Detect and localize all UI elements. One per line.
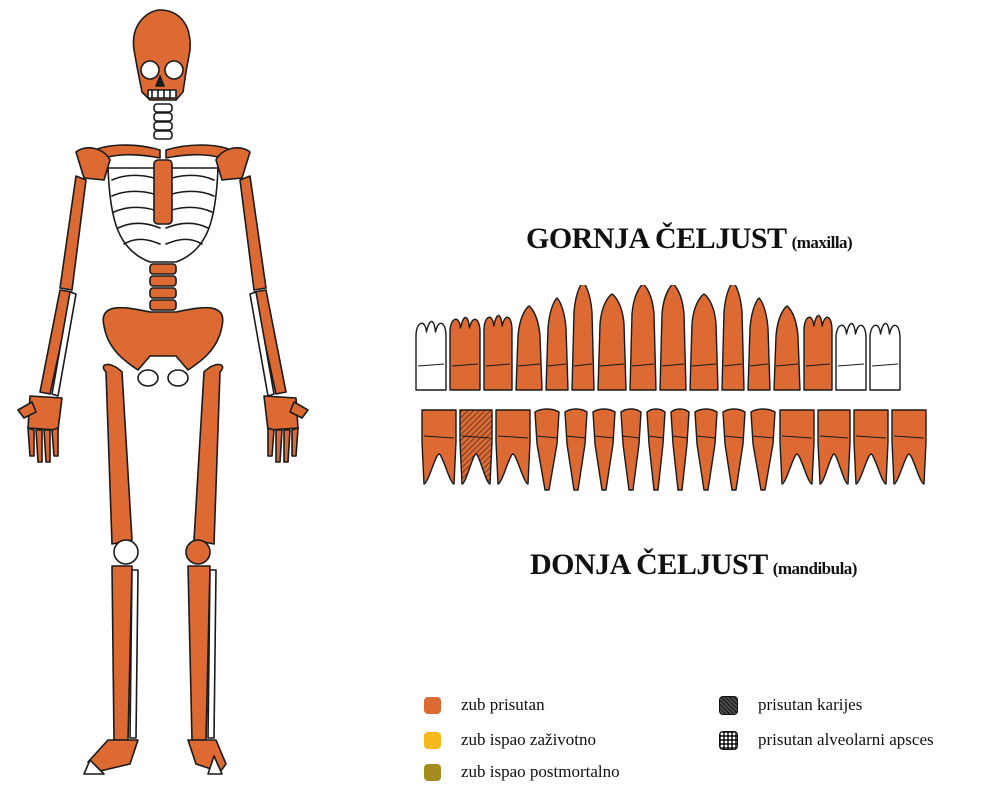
legend-item-lost-postmortem: zub ispao postmortalno	[424, 760, 620, 784]
lower-tooth	[854, 410, 888, 484]
legend-swatch-lost-antemortem	[424, 732, 441, 749]
upper-tooth-shape	[660, 285, 686, 390]
legend-swatch-lost-postmortem	[424, 764, 441, 781]
upper-jaw-title: GORNJA ČELJUST (maxilla)	[526, 222, 852, 256]
upper-tooth	[450, 318, 480, 391]
ribcage	[108, 160, 218, 262]
legend-label-present: zub prisutan	[461, 695, 545, 715]
upper-jaw-label: GORNJA ČELJUST	[526, 222, 787, 255]
lower-tooth	[565, 409, 587, 490]
upper-tooth-shape	[572, 285, 594, 390]
upper-tooth	[690, 294, 718, 390]
legend-label-abscess: prisutan alveolarni apsces	[758, 730, 934, 750]
lower-tooth	[695, 409, 717, 490]
legend-label-lost-antemortem: zub ispao zaživotno	[461, 730, 596, 750]
upper-tooth-shape	[774, 306, 800, 390]
upper-tooth	[870, 324, 900, 391]
lower-tooth	[818, 410, 850, 484]
lower-tooth	[422, 410, 456, 484]
lower-tooth-shape	[723, 409, 745, 490]
lower-jaw-label: DONJA ČELJUST	[530, 548, 768, 581]
lower-tooth	[647, 409, 665, 490]
lower-tooth-shape	[460, 410, 492, 484]
lower-tooth-shape	[892, 410, 926, 484]
legend-item-lost-antemortem: zub ispao zaživotno	[424, 728, 596, 752]
upper-tooth-shape	[546, 298, 568, 390]
dental-chart	[412, 285, 942, 495]
lower-tooth-shape	[593, 409, 615, 490]
lower-tooth	[535, 409, 559, 490]
hands	[18, 396, 308, 462]
lower-tooth-shape	[647, 409, 665, 490]
lower-tooth-row	[422, 409, 926, 490]
upper-tooth-shape	[690, 294, 718, 390]
upper-tooth-shape	[836, 324, 866, 391]
legend-label-caries: prisutan karijes	[758, 695, 862, 715]
upper-tooth	[660, 285, 686, 390]
lower-tooth-shape	[751, 409, 775, 490]
upper-tooth-shape	[484, 316, 512, 391]
right-patella	[186, 540, 210, 564]
lower-tooth-shape	[780, 410, 814, 484]
upper-tooth-shape	[598, 294, 626, 390]
upper-tooth	[516, 306, 542, 390]
cervical-spine	[154, 104, 172, 139]
lower-tooth-shape	[854, 410, 888, 484]
lower-tooth	[671, 409, 689, 490]
upper-tooth	[722, 285, 744, 390]
legend-item-caries: prisutan karijes	[719, 693, 862, 717]
upper-tooth	[598, 294, 626, 390]
lower-legs	[112, 566, 216, 740]
lower-tooth	[621, 409, 641, 490]
lower-tooth-shape	[496, 410, 530, 484]
lower-tooth	[460, 410, 492, 484]
upper-tooth-shape	[748, 298, 770, 390]
legend-swatch-abscess	[719, 731, 738, 750]
upper-tooth	[774, 306, 800, 390]
lower-jaw-latin: (mandibula)	[773, 559, 857, 578]
lower-tooth-shape	[671, 409, 689, 490]
upper-tooth-shape	[870, 324, 900, 391]
legend-swatch-caries	[719, 696, 738, 715]
lower-tooth	[496, 410, 530, 484]
feet	[84, 740, 226, 774]
upper-tooth	[546, 298, 568, 390]
lower-tooth-shape	[695, 409, 717, 490]
upper-tooth	[416, 322, 446, 391]
lumbar-spine	[150, 264, 176, 310]
upper-tooth-shape	[630, 285, 656, 390]
lower-tooth	[723, 409, 745, 490]
upper-tooth-shape	[722, 285, 744, 390]
lower-tooth-shape	[565, 409, 587, 490]
upper-tooth-shape	[516, 306, 542, 390]
upper-jaw-latin: (maxilla)	[792, 233, 853, 252]
legend-swatch-present	[424, 697, 441, 714]
legend-item-present: zub prisutan	[424, 693, 545, 717]
upper-tooth	[748, 298, 770, 390]
lower-tooth	[892, 410, 926, 484]
lower-tooth	[593, 409, 615, 490]
femurs	[103, 364, 222, 544]
left-patella	[114, 540, 138, 564]
lower-tooth-shape	[422, 410, 456, 484]
lower-tooth	[751, 409, 775, 490]
legend-label-lost-postmortem: zub ispao postmortalno	[461, 762, 620, 782]
lower-tooth-shape	[621, 409, 641, 490]
lower-tooth-shape	[818, 410, 850, 484]
skull	[133, 10, 190, 100]
legend-item-abscess: prisutan alveolarni apsces	[719, 728, 934, 752]
upper-tooth-shape	[416, 322, 446, 391]
upper-tooth-shape	[450, 318, 480, 391]
upper-tooth	[630, 285, 656, 390]
upper-tooth	[804, 316, 832, 391]
lower-tooth-shape	[535, 409, 559, 490]
lower-jaw-title: DONJA ČELJUST (mandibula)	[530, 548, 857, 582]
lower-tooth	[780, 410, 814, 484]
skeleton-illustration	[0, 0, 360, 786]
upper-tooth	[572, 285, 594, 390]
upper-tooth	[484, 316, 512, 391]
upper-tooth-shape	[804, 316, 832, 391]
upper-tooth-row	[416, 285, 900, 390]
upper-tooth	[836, 324, 866, 391]
